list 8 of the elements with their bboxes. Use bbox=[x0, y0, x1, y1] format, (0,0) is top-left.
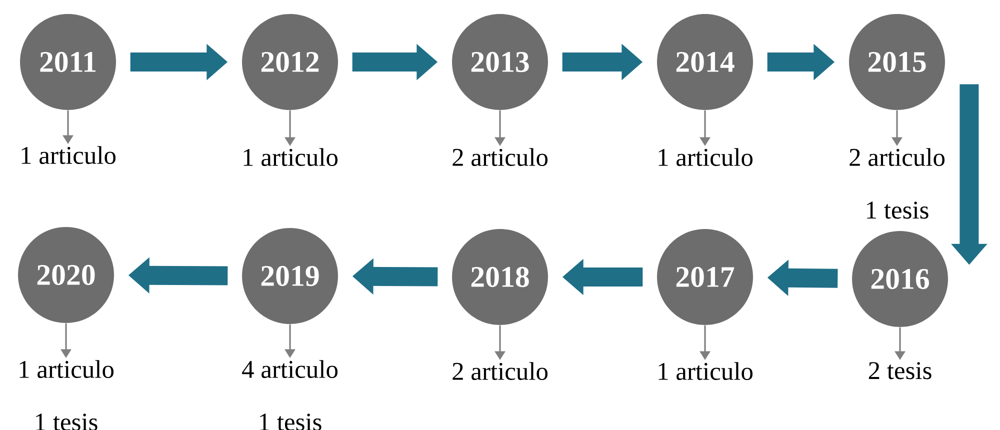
result-text: 2 articulo bbox=[452, 148, 548, 166]
result-text: 1 articulo bbox=[22, 146, 116, 164]
result-text: 2 articulo 1 tesis bbox=[850, 148, 945, 219]
result-text: 2 articulo bbox=[452, 362, 548, 380]
result-text: 1 articulo bbox=[658, 148, 753, 166]
result-text: 1 articulo bbox=[658, 362, 753, 380]
result-text: 2 tesis bbox=[868, 362, 932, 380]
result-text: 1 articulo bbox=[244, 148, 338, 166]
